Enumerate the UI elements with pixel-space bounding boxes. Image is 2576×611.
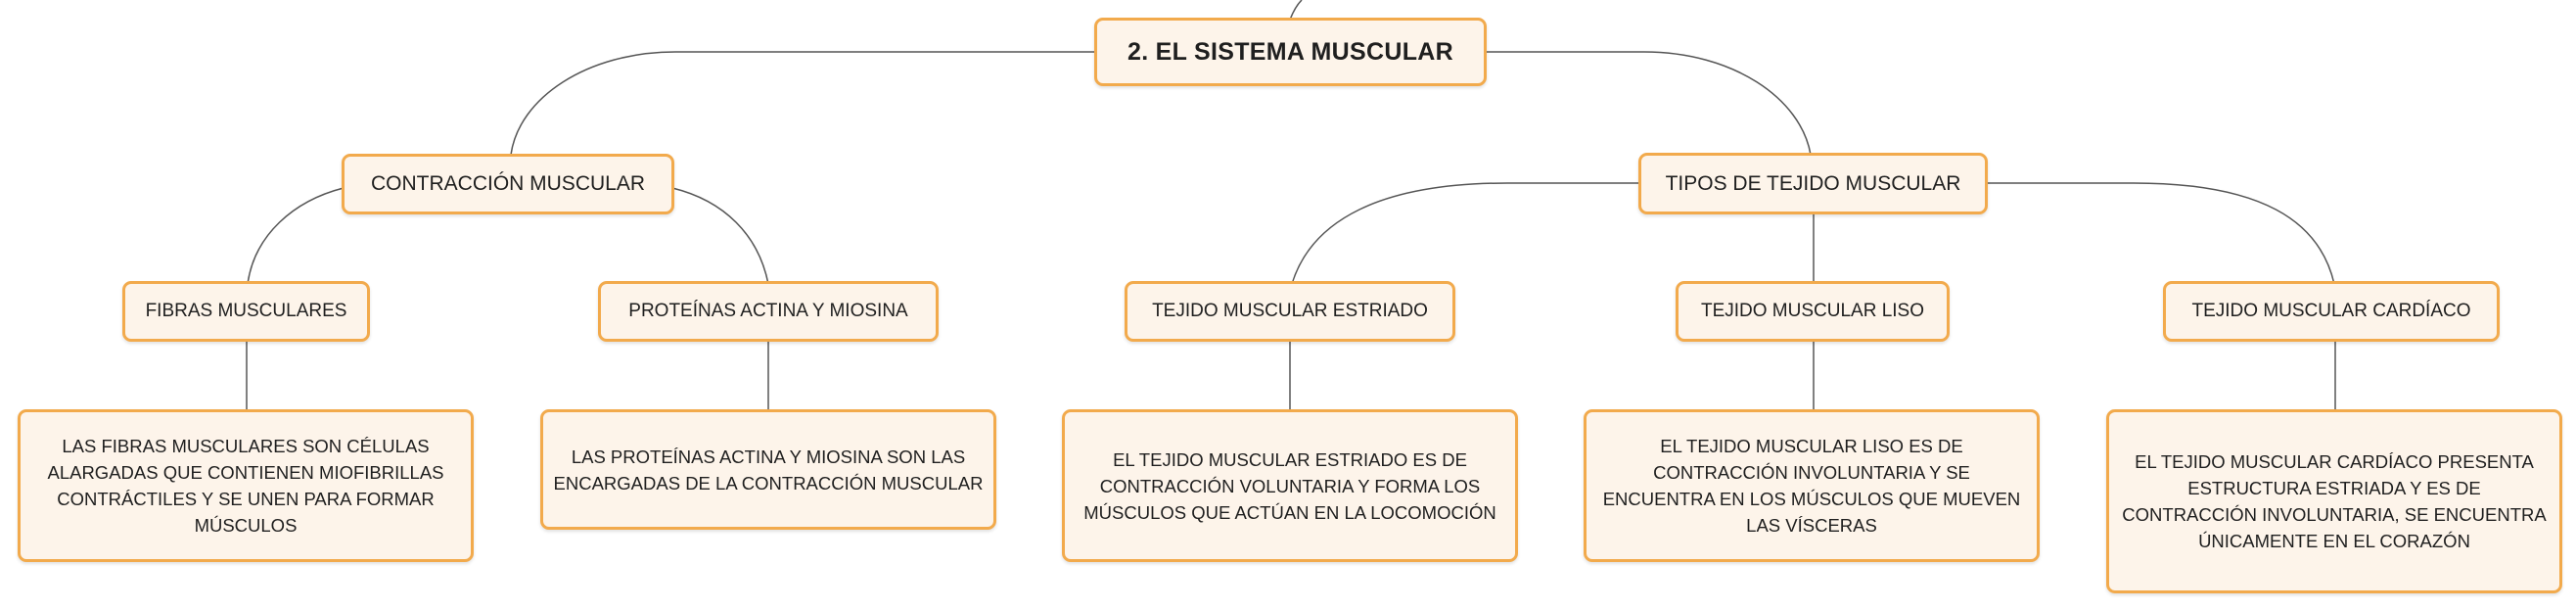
description-fibras-musculares[interactable]: LAS FIBRAS MUSCULARES SON CÉLULAS ALARGA… [18, 409, 474, 562]
description-tejido-cardiaco[interactable]: EL TEJIDO MUSCULAR CARDÍACO PRESENTA EST… [2106, 409, 2562, 593]
connector-root-tipos [1485, 51, 1812, 156]
topic-label: FIBRAS MUSCULARES [145, 301, 347, 321]
description-text: LAS PROTEÍNAS ACTINA Y MIOSINA SON LAS E… [553, 446, 984, 494]
description-text: EL TEJIDO MUSCULAR CARDÍACO PRESENTA EST… [2122, 451, 2547, 551]
connector-contraccion-proteinas [671, 187, 769, 285]
topic-tipos-tejido-muscular[interactable]: TIPOS DE TEJIDO MUSCULAR [1638, 153, 1988, 214]
topic-label: CONTRACCIÓN MUSCULAR [370, 172, 645, 195]
topic-label: TIPOS DE TEJIDO MUSCULAR [1665, 171, 1961, 195]
description-tejido-estriado[interactable]: EL TEJIDO MUSCULAR ESTRIADO ES DE CONTRA… [1062, 409, 1518, 562]
description-proteinas-actina-miosina[interactable]: LAS PROTEÍNAS ACTINA Y MIOSINA SON LAS E… [540, 409, 996, 530]
connector-root-contraccion [510, 51, 1096, 156]
description-text: LAS FIBRAS MUSCULARES SON CÉLULAS ALARGA… [47, 436, 444, 536]
root-topic[interactable]: 2. EL SISTEMA MUSCULAR [1094, 18, 1487, 86]
topic-proteinas-actina-miosina[interactable]: PROTEÍNAS ACTINA Y MIOSINA [598, 281, 939, 342]
root-topic-label: 2. EL SISTEMA MUSCULAR [1127, 37, 1454, 66]
topic-contraccion-muscular[interactable]: CONTRACCIÓN MUSCULAR [342, 154, 674, 214]
connector-contraccion-fibras [247, 187, 345, 285]
topic-label: TEJIDO MUSCULAR CARDÍACO [2191, 301, 2471, 321]
connector-tipos-cardiaco [1986, 182, 2335, 285]
topic-label: TEJIDO MUSCULAR ESTRIADO [1152, 301, 1428, 321]
topic-tejido-liso[interactable]: TEJIDO MUSCULAR LISO [1676, 281, 1950, 342]
description-text: EL TEJIDO MUSCULAR ESTRIADO ES DE CONTRA… [1083, 448, 1496, 523]
description-tejido-liso[interactable]: EL TEJIDO MUSCULAR LISO ES DE CONTRACCIÓ… [1584, 409, 2040, 562]
topic-tejido-cardiaco[interactable]: TEJIDO MUSCULAR CARDÍACO [2163, 281, 2500, 342]
topic-label: TEJIDO MUSCULAR LISO [1700, 301, 1925, 321]
topic-tejido-estriado[interactable]: TEJIDO MUSCULAR ESTRIADO [1125, 281, 1455, 342]
description-text: EL TEJIDO MUSCULAR LISO ES DE CONTRACCIÓ… [1602, 436, 2021, 536]
topic-fibras-musculares[interactable]: FIBRAS MUSCULARES [122, 281, 370, 342]
connector-root-parent [1289, 0, 1303, 21]
topic-label: PROTEÍNAS ACTINA Y MIOSINA [628, 301, 908, 321]
connector-tipos-estriado [1291, 182, 1640, 285]
